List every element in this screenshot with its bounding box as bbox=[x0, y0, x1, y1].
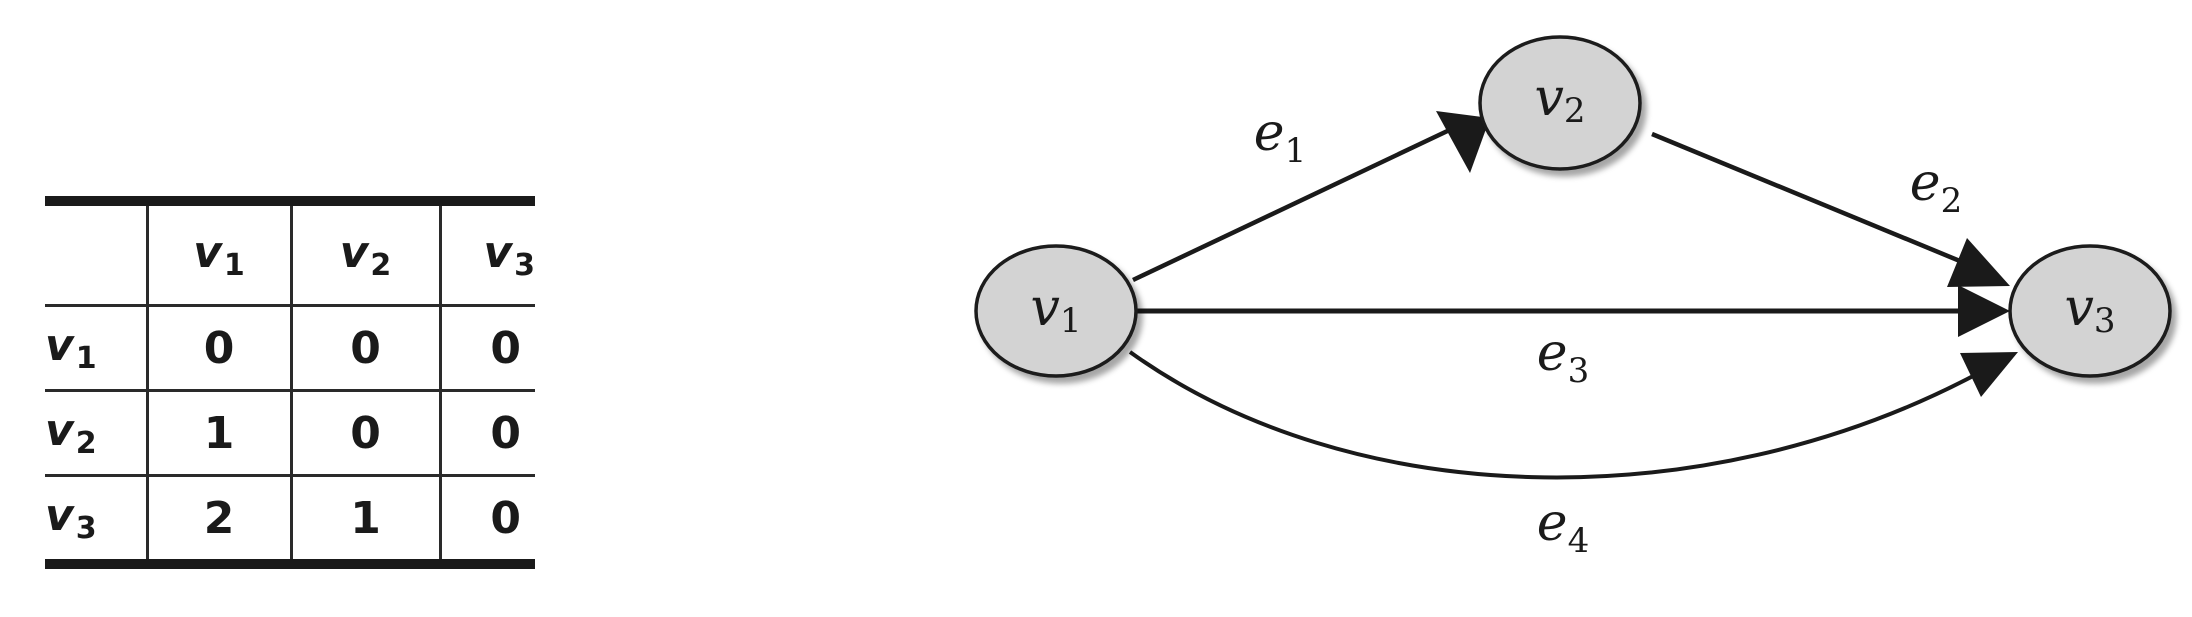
table-cell: 0 bbox=[145, 304, 291, 391]
edge-label-e2: e2 bbox=[1910, 153, 1962, 221]
node-label-v2: v2 bbox=[1534, 68, 1585, 132]
table-cell: 1 bbox=[289, 474, 440, 564]
table-header-row: v1 v2 v3 bbox=[45, 201, 535, 306]
edge-e4-arrowhead bbox=[1960, 352, 2018, 397]
adjacency-table: v1 v2 v3 v1 0 0 0 v2 1 0 0 v3 2 1 0 bbox=[45, 196, 535, 569]
node-label-v3: v3 bbox=[2064, 278, 2115, 342]
column-header-v2: v2 bbox=[289, 201, 440, 306]
edge-label-e4: e4 bbox=[1537, 493, 1589, 561]
node-v3: v3 bbox=[2008, 244, 2172, 378]
table-row-v3: v3 2 1 0 bbox=[45, 474, 535, 564]
table-cell: 0 bbox=[289, 304, 440, 391]
edge-e3-arrowhead bbox=[1958, 285, 2010, 337]
table-cell: 0 bbox=[438, 389, 535, 476]
edge-e2 bbox=[1651, 131, 1973, 269]
graph-nodes: v1 v2 v3 bbox=[974, 35, 2172, 378]
edge-e4 bbox=[1128, 350, 1976, 480]
table-cell: 1 bbox=[145, 389, 291, 476]
graph-edges bbox=[1128, 111, 2018, 480]
node-label-v1: v1 bbox=[1030, 278, 1081, 342]
edge-e1 bbox=[1132, 123, 1459, 283]
edge-labels: e1 e2 e3 e4 bbox=[1254, 103, 1962, 561]
table-cell: 0 bbox=[438, 474, 535, 564]
table-row-v1: v1 0 0 0 bbox=[45, 304, 535, 391]
row-header-v3: v3 bbox=[45, 474, 147, 564]
edge-e2-arrowhead bbox=[1947, 238, 2010, 287]
node-v2: v2 bbox=[1478, 35, 1642, 171]
table-row-v2: v2 1 0 0 bbox=[45, 389, 535, 476]
row-header-v2: v2 bbox=[45, 389, 147, 476]
edge-label-e3: e3 bbox=[1537, 323, 1589, 391]
table-cell: 0 bbox=[438, 304, 535, 391]
row-header-v1: v1 bbox=[45, 304, 147, 391]
edge-label-e1: e1 bbox=[1254, 103, 1306, 171]
node-v1: v1 bbox=[974, 244, 1138, 378]
column-header-v1: v1 bbox=[145, 201, 291, 306]
edge-e1-arrowhead bbox=[1436, 111, 1490, 173]
column-header-v3: v3 bbox=[438, 201, 535, 306]
table-cell: 2 bbox=[145, 474, 291, 564]
table-cell: 0 bbox=[289, 389, 440, 476]
